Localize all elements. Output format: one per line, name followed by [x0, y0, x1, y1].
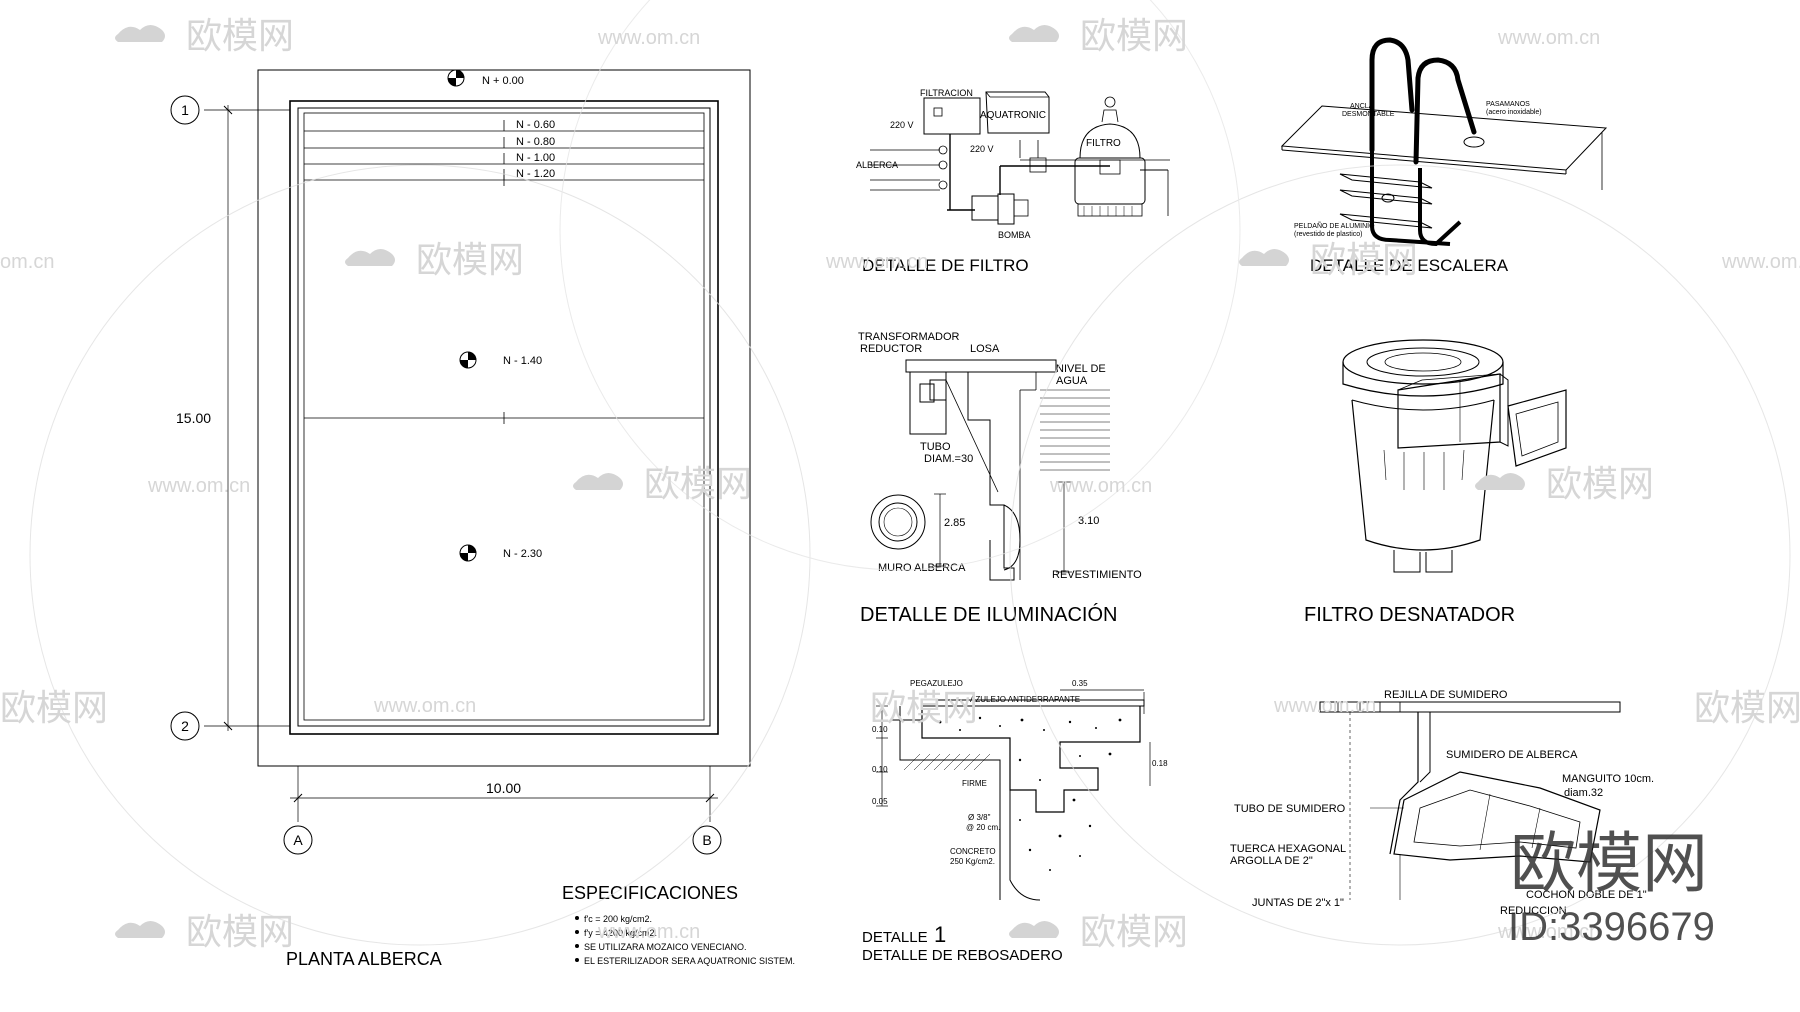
step-level-4: N - 1.20 — [516, 168, 555, 180]
watermark-corner-id: ID:3396679 — [1508, 905, 1715, 949]
label-ancla: ANCLA — [1350, 103, 1374, 110]
label-diam: DIAM.=30 — [924, 453, 973, 465]
filter-detail-title: DETALLE DE FILTRO — [862, 256, 1029, 275]
label-sumidero-alberca: SUMIDERO DE ALBERCA — [1446, 749, 1578, 761]
label-concreto: CONCRETO — [950, 847, 996, 856]
label-220v: 220 V — [890, 120, 914, 130]
label-bomba: BOMBA — [998, 230, 1031, 240]
label-manguito-diam: diam.32 — [1564, 787, 1603, 799]
label-muro-alberca: MURO ALBERCA — [878, 562, 966, 574]
label-tubo-sumidero: TUBO DE SUMIDERO — [1234, 803, 1346, 815]
plan-title: PLANTA ALBERCA — [286, 949, 442, 969]
label-filtracion: FILTRACION — [920, 88, 973, 98]
level-marker-icon — [459, 351, 477, 369]
label-reductor: REDUCTOR — [860, 343, 922, 355]
dimension-0-18: 0.18 — [1152, 759, 1168, 768]
ladder-detail-title: DETALLE DE ESCALERA — [1310, 256, 1509, 275]
label-transformador: TRANSFORMADOR — [858, 331, 960, 343]
filter-detail: FILTRACION AQUATRONIC 220 V 220 V ALBERC… — [856, 88, 1170, 275]
pool-plan: 1 2 A B 15.00 10.00 N + 0.00 N - 0.60 N … — [170, 69, 751, 969]
dimension-3-10: 3.10 — [1078, 515, 1099, 527]
step-level-2: N - 0.80 — [516, 136, 555, 148]
specs-title: ESPECIFICACIONES — [562, 883, 738, 903]
soil-hatch — [903, 753, 991, 771]
label-firme: FIRME — [962, 779, 987, 788]
lighting-detail-title: DETALLE DE ILUMINACIÓN — [860, 603, 1117, 626]
level-top: N + 0.00 — [482, 75, 524, 87]
water-level-hatch — [1040, 389, 1110, 471]
overflow-detail: PEGAZULEJO AZULEJO ANTIDERRAPANTE 0.35 0… — [862, 679, 1168, 964]
label-losa: LOSA — [970, 343, 1000, 355]
axis-label-a: A — [293, 832, 303, 848]
label-acero: (acero inoxidable) — [1486, 109, 1542, 116]
level-marker-icon — [459, 544, 477, 562]
spec-item: f'y = 4200 kg/cm2. — [584, 928, 657, 938]
label-juntas: JUNTAS DE 2"x 1" — [1252, 897, 1344, 909]
dimension-0-10: 0.10 — [872, 725, 888, 734]
label-resistencia: 250 Kg/cm2. — [950, 857, 995, 866]
label-revestido: (revestido de plastico) — [1294, 231, 1362, 238]
skimmer: FILTRO DESNATADOR — [1304, 339, 1567, 626]
label-desmontable: DESMONTABLE — [1342, 111, 1395, 118]
axis-label-b: B — [702, 832, 711, 848]
ladder-detail: ANCLA DESMONTABLE PASAMANOS (acero inoxi… — [1280, 37, 1608, 275]
specifications: ESPECIFICACIONES f'c = 200 kg/cm2. f'y =… — [562, 883, 795, 966]
overflow-detail-title: DETALLE DE REBOSADERO — [862, 947, 1063, 964]
label-nivel: NIVEL DE — [1056, 363, 1106, 375]
label-argolla: ARGOLLA DE 2" — [1230, 855, 1313, 867]
label-separacion: @ 20 cm. — [966, 823, 1000, 832]
label-azulejo: AZULEJO ANTIDERRAPANTE — [970, 695, 1080, 704]
spec-item: SE UTILIZARA MOZAICO VENECIANO. — [584, 942, 747, 952]
level-deep: N - 2.30 — [503, 548, 542, 560]
label-pasamanos: PASAMANOS — [1486, 101, 1530, 108]
dimension-0-05: 0.05 — [872, 797, 888, 806]
dimension-2-85: 2.85 — [944, 517, 965, 529]
watermark-corner: 欧模网 ID:3396679 — [1508, 825, 1750, 976]
dimension-0-10: 0.10 — [872, 765, 888, 774]
label-peldano: PELDAÑO DE ALUMINIO — [1294, 221, 1375, 230]
spec-item: f'c = 200 kg/cm2. — [584, 914, 652, 924]
label-varilla: Ø 3/8" — [968, 813, 991, 822]
label-tuerca: TUERCA HEXAGONAL — [1230, 843, 1346, 855]
level-marker-icon — [447, 69, 465, 87]
overflow-detail-number: 1 — [934, 922, 946, 947]
label-pegazulejo: PEGAZULEJO — [910, 679, 963, 688]
label-aquatronic: AQUATRONIC — [980, 110, 1046, 121]
dimension-width: 10.00 — [486, 780, 521, 796]
label-220v: 220 V — [970, 144, 994, 154]
axis-label-2: 2 — [181, 718, 189, 734]
label-manguito: MANGUITO 10cm. — [1562, 773, 1654, 785]
lighting-detail: TRANSFORMADOR REDUCTOR LOSA NIVEL DE AGU… — [858, 331, 1142, 626]
step-level-1: N - 0.60 — [516, 119, 555, 131]
watermark-corner-brand: 欧模网 — [1510, 825, 1708, 902]
skimmer-title: FILTRO DESNATADOR — [1304, 604, 1515, 626]
level-mid: N - 1.40 — [503, 355, 542, 367]
label-tubo: TUBO — [920, 441, 951, 453]
step-level-3: N - 1.00 — [516, 152, 555, 164]
dimension-length: 15.00 — [176, 410, 211, 426]
label-revestimiento: REVESTIMIENTO — [1052, 569, 1142, 581]
label-rejilla: REJILLA DE SUMIDERO — [1384, 689, 1508, 701]
overflow-detail-label: DETALLE — [862, 929, 928, 946]
label-filtro: FILTRO — [1086, 138, 1121, 149]
label-agua: AGUA — [1056, 375, 1088, 387]
dimension-0-35: 0.35 — [1072, 679, 1088, 688]
axis-label-1: 1 — [181, 102, 189, 118]
label-alberca: ALBERCA — [856, 160, 898, 170]
spec-item: EL ESTERILIZADOR SERA AQUATRONIC SISTEM. — [584, 956, 795, 966]
